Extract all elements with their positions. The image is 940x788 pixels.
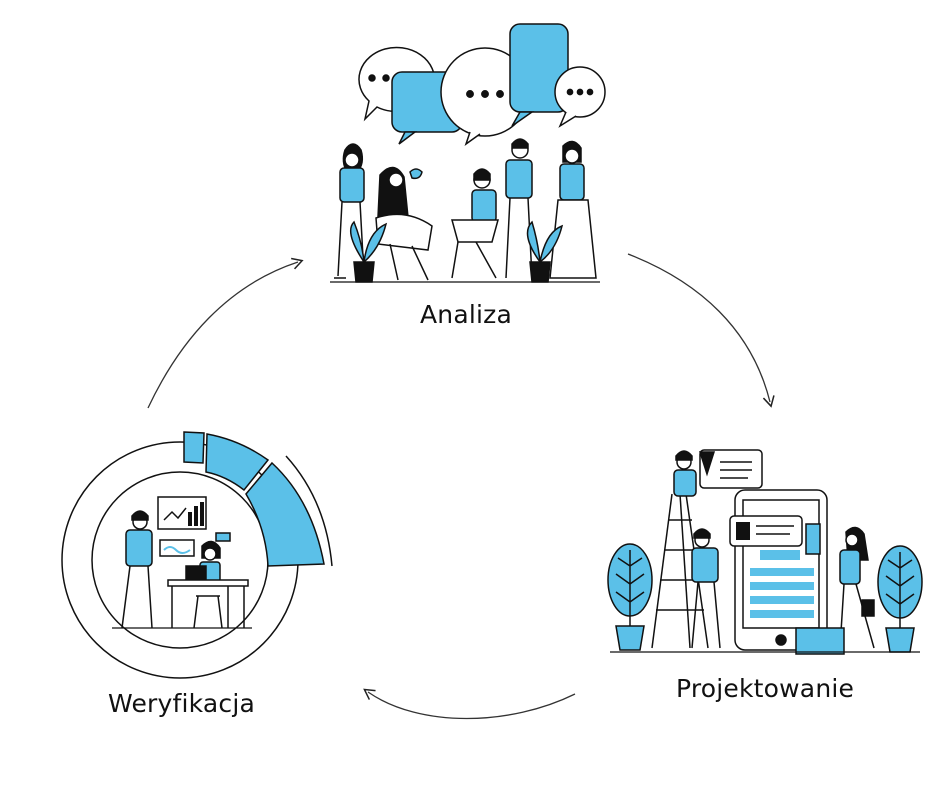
plant-icon — [607, 543, 653, 651]
arrow-weryfikacja-to-analiza — [147, 257, 304, 409]
person-figure — [334, 143, 370, 279]
arrow-analiza-to-projektowanie — [627, 253, 775, 408]
speech-bubble-icon — [509, 23, 569, 127]
arrow-projektowanie-to-weryfikacja — [363, 688, 576, 720]
person-figure — [549, 140, 597, 279]
progress-arc-icon — [183, 431, 333, 567]
stage-label-projektowanie: Projektowanie — [676, 674, 855, 703]
plant-icon — [877, 545, 923, 653]
person-figure — [691, 528, 721, 649]
phone-mockup-icon — [734, 489, 828, 651]
person-figure — [451, 168, 499, 279]
app-design-illustration — [607, 449, 923, 655]
speech-bubble-icon — [440, 47, 530, 146]
person-figure — [375, 166, 433, 281]
plant-icon — [349, 220, 388, 283]
person-figure — [673, 450, 697, 497]
person-figure — [839, 526, 875, 649]
team-discussion-illustration — [330, 23, 606, 283]
person-figure — [505, 138, 533, 279]
speech-bubble-icon — [554, 66, 606, 128]
stage-label-weryfikacja: Weryfikacja — [108, 689, 256, 718]
stage-label-analiza: Analiza — [420, 300, 513, 329]
person-figure — [121, 510, 153, 629]
data-verification-illustration — [61, 431, 333, 679]
